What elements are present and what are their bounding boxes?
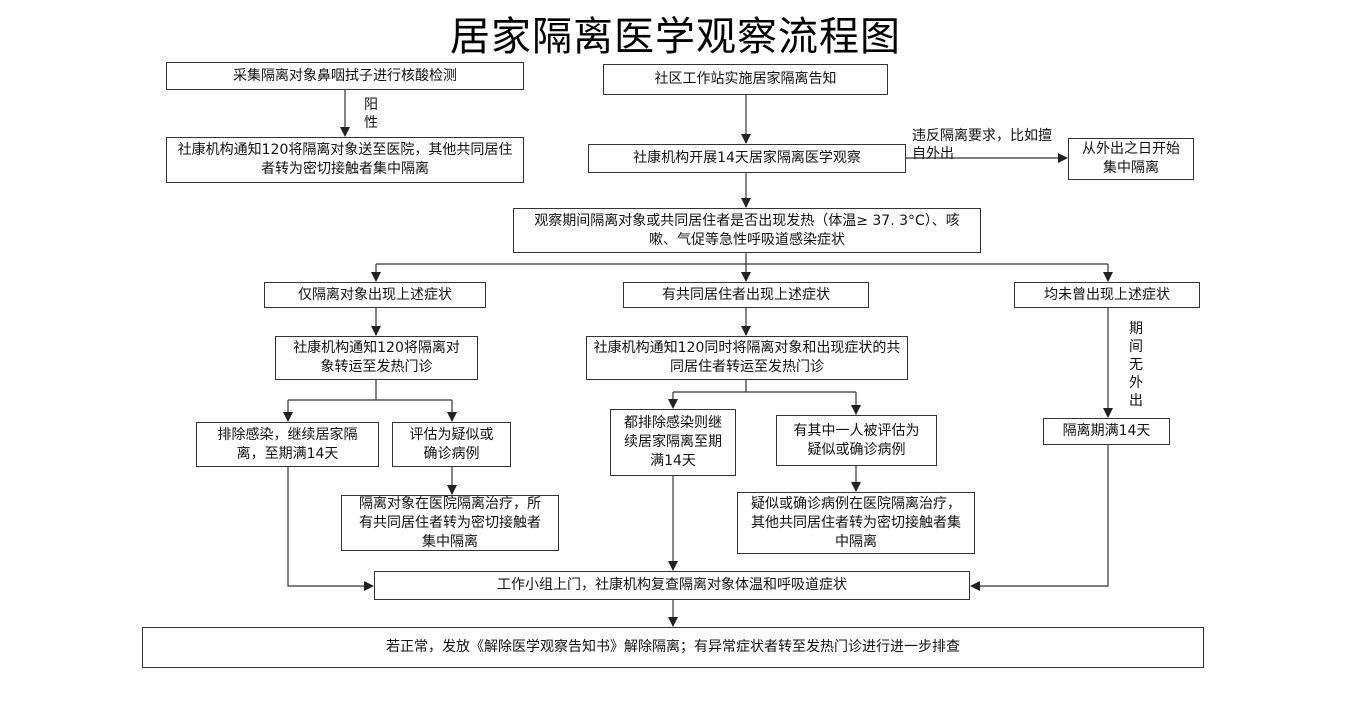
collect-swab-box: 采集隔离对象鼻咽拭子进行核酸检测 (166, 62, 524, 90)
notify-hospital-box: 社康机构通知120将隔离对象送至医院，其他共同居住者转为密切接触者集中隔离 (166, 137, 524, 183)
exclude-continue-box: 排除感染，继续居家隔离，至期满14天 (196, 422, 379, 467)
all-excluded-box: 都排除感染则继续居家隔离至期满14天 (610, 409, 736, 476)
notify-fever-clinic-box: 社康机构通知120将隔离对象转运至发热门诊 (275, 336, 478, 380)
page-title: 居家隔离医学观察流程图 (450, 14, 901, 60)
final-result-box: 若正常，发放《解除医学观察告知书》解除隔离；有异常症状者转至发热门诊进行进一步排… (142, 627, 1204, 668)
no-going-out-label: 期间无外出 (1129, 321, 1143, 409)
isolation-full-box: 隔离期满14天 (1043, 418, 1170, 445)
no-symptom-box: 均未曾出现上述症状 (1014, 282, 1200, 308)
cohabitant-symptom-box: 有共同居住者出现上述症状 (623, 282, 869, 308)
central-isolation-box: 从外出之日开始集中隔离 (1068, 138, 1194, 180)
community-notice-box: 社区工作站实施居家隔离告知 (603, 64, 888, 95)
suspect-case-box: 评估为疑似或确诊病例 (392, 422, 511, 467)
arrow-full-to-recheck (970, 445, 1109, 591)
violation-label: 违反隔离要求，比如擅自外出 (912, 128, 1052, 162)
notify-both-box: 社康机构通知120同时将隔离对象和出现症状的共同居住者转运至发热门诊 (586, 336, 908, 380)
suspect-treatment-box: 疑似或确诊病例在医院隔离治疗，其他共同居住者转为密切接触者集中隔离 (737, 492, 975, 554)
positive-label: 阳性 (364, 97, 378, 131)
only-subject-symptom-box: 仅隔离对象出现上述症状 (264, 282, 486, 308)
observe-14-days-box: 社康机构开展14天居家隔离医学观察 (588, 144, 906, 173)
arrow-exclude-to-recheck (287, 467, 374, 591)
recheck-box: 工作小组上门，社康机构复查隔离对象体温和呼吸道症状 (374, 571, 970, 600)
hospital-treatment-box: 隔离对象在医院隔离治疗，所有共同居住者转为密切接触者集中隔离 (341, 495, 559, 551)
one-suspect-box: 有其中一人被评估为疑似或确诊病例 (776, 415, 937, 466)
symptom-check-box: 观察期间隔离对象或共同居住者是否出现发热（体温≥ 37. 3°C）、咳嗽、气促等… (513, 208, 981, 253)
